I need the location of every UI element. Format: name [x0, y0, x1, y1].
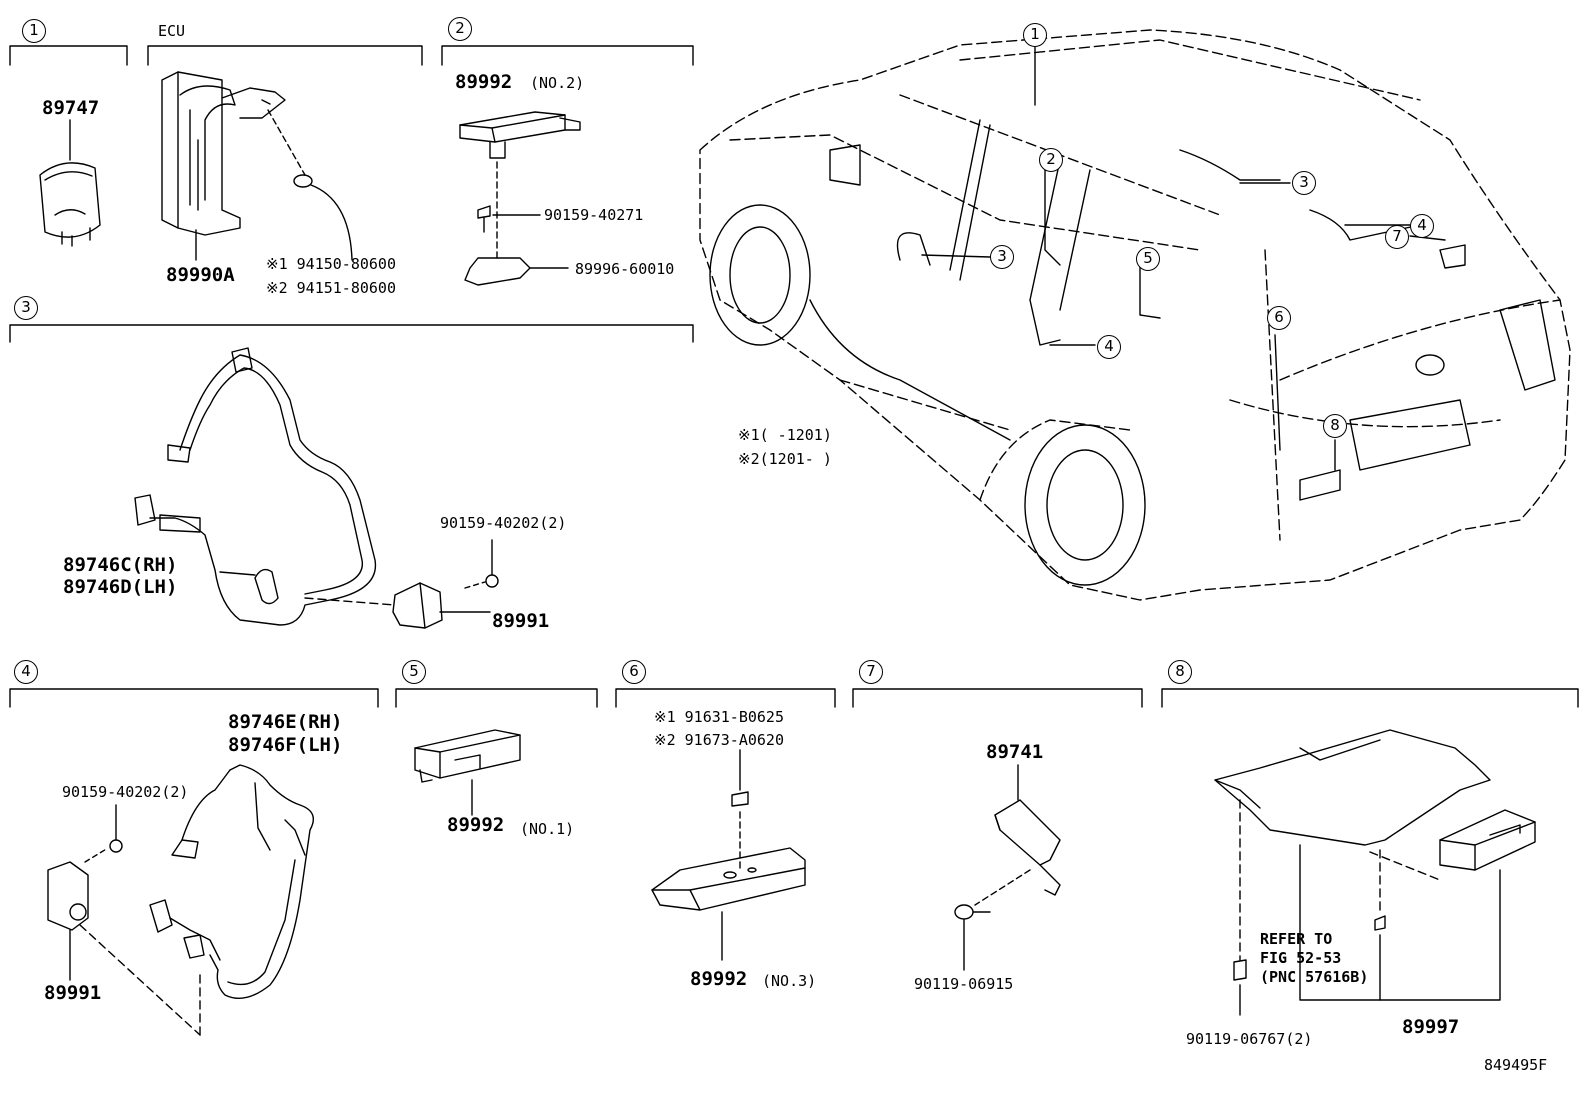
- vehicle-callout-4b[interactable]: 4: [1097, 335, 1121, 359]
- ecu-89990a-drawing: [161, 71, 353, 261]
- section-3-marker: 3: [14, 296, 38, 320]
- refer-line-3: (PNC 57616B): [1260, 968, 1369, 986]
- ecu-note-1[interactable]: ※1 94150-80600: [266, 255, 396, 273]
- part-89990a-label[interactable]: 89990A: [166, 264, 235, 286]
- part-89997-label[interactable]: 89997: [1402, 1016, 1460, 1038]
- harness-89746e-drawing: [47, 764, 314, 1036]
- antenna-89992-no2-drawing: [459, 111, 581, 286]
- vehicle-callout-7[interactable]: 7: [1385, 225, 1409, 249]
- relay-89747-drawing: [39, 119, 101, 247]
- section-8-marker: 8: [1168, 660, 1192, 684]
- part-89992-no3-qualifier: (NO.3): [762, 972, 817, 990]
- vehicle-callout-leaders: [921, 182, 1446, 346]
- vehicle-callout-2[interactable]: 2: [1039, 148, 1063, 172]
- vehicle-callout-8[interactable]: 8: [1323, 414, 1347, 438]
- vehicle-callout-5[interactable]: 5: [1136, 247, 1160, 271]
- refer-line-1: REFER TO: [1260, 930, 1333, 948]
- bolt-90159-40271-label[interactable]: 90159-40271: [544, 206, 644, 224]
- refer-line-2: FIG 52-53: [1260, 949, 1342, 967]
- bolt-90159-40202-s3-label[interactable]: 90159-40202(2): [440, 514, 567, 532]
- bolt-90119-06915-label[interactable]: 90119-06915: [914, 975, 1014, 993]
- vehicle-note-2: ※2(1201- ): [738, 450, 832, 468]
- harness-89746e-rh-label[interactable]: 89746E(RH): [228, 711, 343, 733]
- part-89992-no2-qualifier: (NO.2): [530, 74, 585, 92]
- harness-89746c-rh-label[interactable]: 89746C(RH): [63, 554, 178, 576]
- ecu-note-2[interactable]: ※2 94151-80600: [266, 279, 396, 297]
- bolt-90119-06767-label[interactable]: 90119-06767(2): [1186, 1030, 1313, 1048]
- s6-note-2[interactable]: ※2 91673-A0620: [654, 731, 784, 749]
- section-2-marker: 2: [448, 17, 472, 41]
- antenna-89741-drawing: [954, 764, 1061, 971]
- vehicle-solid-lines: [709, 46, 1556, 586]
- bracket-89997-drawing: [1214, 729, 1536, 1016]
- antenna-89992-no1-drawing: [414, 729, 521, 816]
- vehicle-callout-4a[interactable]: 4: [1410, 214, 1434, 238]
- sensor-89991-s4-label[interactable]: 89991: [44, 982, 102, 1004]
- vehicle-callout-1[interactable]: 1: [1023, 23, 1047, 47]
- part-89992-no3-label[interactable]: 89992: [690, 968, 748, 990]
- sensor-89991-s3-label[interactable]: 89991: [492, 610, 550, 632]
- bracket-89996-60010-label[interactable]: 89996-60010: [575, 260, 675, 278]
- vehicle-callout-3b[interactable]: 3: [1292, 171, 1316, 195]
- vehicle-outline: [699, 29, 1571, 601]
- harness-89746f-lh-label[interactable]: 89746F(LH): [228, 734, 343, 756]
- section-7-marker: 7: [859, 660, 883, 684]
- section-5-marker: 5: [402, 660, 426, 684]
- figure-code: 849495F: [1484, 1056, 1548, 1074]
- harness-89746c-drawing: [134, 347, 499, 629]
- s6-note-1[interactable]: ※1 91631-B0625: [654, 708, 784, 726]
- part-89741-label[interactable]: 89741: [986, 741, 1044, 763]
- vehicle-note-1: ※1( -1201): [738, 426, 832, 444]
- section-1-marker: 1: [22, 19, 46, 43]
- part-89992-no1-qualifier: (NO.1): [520, 820, 575, 838]
- part-89992-no2-label[interactable]: 89992: [455, 71, 513, 93]
- part-89747-label[interactable]: 89747: [42, 97, 100, 119]
- vehicle-callout-6[interactable]: 6: [1267, 306, 1291, 330]
- ecu-title: ECU: [158, 22, 186, 40]
- harness-89746d-lh-label[interactable]: 89746D(LH): [63, 576, 178, 598]
- section-6-marker: 6: [622, 660, 646, 684]
- vehicle-callout-3a[interactable]: 3: [990, 245, 1014, 269]
- section-brackets: [9, 45, 1579, 708]
- section-4-marker: 4: [14, 660, 38, 684]
- antenna-89992-no3-drawing: [651, 749, 806, 961]
- part-89992-no1-label[interactable]: 89992: [447, 814, 505, 836]
- bolt-90159-40202-s4-label[interactable]: 90159-40202(2): [62, 783, 189, 801]
